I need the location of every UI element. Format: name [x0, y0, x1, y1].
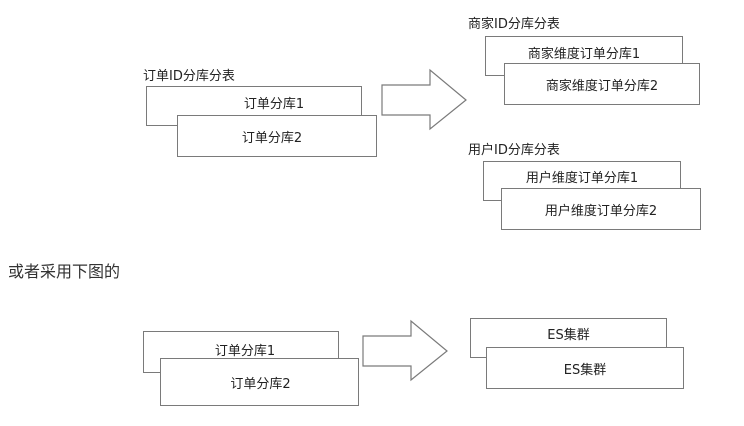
order-shard-2-label: 订单分库2 — [241, 130, 303, 146]
merchant-shard-2-label: 商家维度订单分库2 — [545, 78, 659, 94]
order-shard-2-box-alt: 订单分库2 — [160, 358, 359, 406]
user-shard-1-label: 用户维度订单分库1 — [525, 171, 639, 186]
order-shard-2-label-alt: 订单分库2 — [230, 376, 291, 392]
user-id-sharding-title: 用户ID分库分表 — [468, 143, 560, 158]
right-arrow-icon — [381, 68, 467, 131]
right-arrow-shape — [381, 68, 467, 131]
merchant-shard-1-label: 商家维度订单分库1 — [527, 47, 641, 62]
es-cluster-2-label: ES集群 — [563, 362, 607, 378]
alternative-sentence: 或者采用下图的 — [8, 262, 121, 281]
right-arrow-icon-2 — [362, 319, 448, 382]
merchant-id-sharding-title: 商家ID分库分表 — [468, 17, 560, 32]
order-shard-2-box: 订单分库2 — [177, 115, 377, 157]
merchant-shard-2-box: 商家维度订单分库2 — [504, 63, 700, 105]
order-shard-1-label-alt: 订单分库1 — [214, 344, 276, 359]
es-cluster-1-label: ES集群 — [547, 328, 590, 343]
order-id-sharding-title: 订单ID分库分表 — [143, 69, 235, 84]
user-shard-2-box: 用户维度订单分库2 — [501, 188, 701, 230]
right-arrow-shape-2 — [362, 319, 448, 382]
order-shard-1-label: 订单分库1 — [243, 97, 305, 112]
es-cluster-2-box: ES集群 — [486, 347, 684, 389]
user-shard-2-label: 用户维度订单分库2 — [544, 203, 658, 219]
